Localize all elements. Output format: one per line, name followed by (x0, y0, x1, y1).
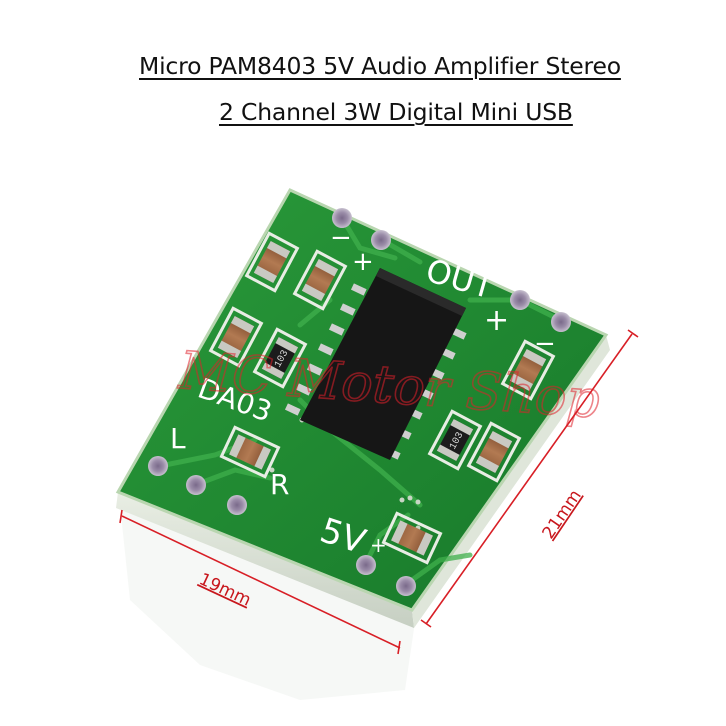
capacitor-top-left-2 (292, 249, 348, 311)
dimension-height (420, 329, 639, 628)
label-plus-right: + (484, 303, 509, 338)
board-reflection (120, 505, 415, 700)
title-line-2: 2 Channel 3W Digital Mini USB (219, 98, 573, 126)
pad-r (227, 495, 247, 515)
solder-pads (148, 208, 571, 596)
pcb-traces (162, 215, 563, 588)
chip-body (300, 268, 466, 460)
label-l: L (170, 422, 186, 455)
capacitor-5v (381, 511, 443, 565)
title-line-1: Micro PAM8403 5V Audio Amplifier Stereo (139, 52, 621, 80)
pad-l (148, 456, 168, 476)
label-5v-plus: + (370, 533, 387, 557)
pad-5v-gnd (356, 555, 376, 575)
label-r: R (270, 468, 289, 501)
height-label: 21mm (539, 486, 586, 543)
chip-pins (284, 283, 467, 460)
capacitor-top-left-1 (244, 231, 300, 293)
capacitor-mid-left (208, 306, 264, 368)
pam8403-chip (284, 268, 467, 460)
resistor-right: 103 (427, 409, 483, 471)
capacitor-right-upper (500, 339, 556, 401)
label-plus-left: + (352, 247, 374, 277)
dimension-width (119, 509, 401, 655)
pad-5v-plus (396, 576, 416, 596)
pad-out-minus-left (332, 208, 352, 228)
resistor-left: 103 (252, 327, 308, 389)
pad-out-plus-right (510, 290, 530, 310)
capacitor-right-mid (466, 421, 522, 483)
pad-out-plus-left (371, 230, 391, 250)
pad-gnd-in (186, 475, 206, 495)
capacitor-bottom-left (219, 425, 281, 479)
label-minus-right: − (534, 329, 556, 359)
label-minus-left: − (330, 223, 352, 253)
pad-out-minus-right (551, 312, 571, 332)
